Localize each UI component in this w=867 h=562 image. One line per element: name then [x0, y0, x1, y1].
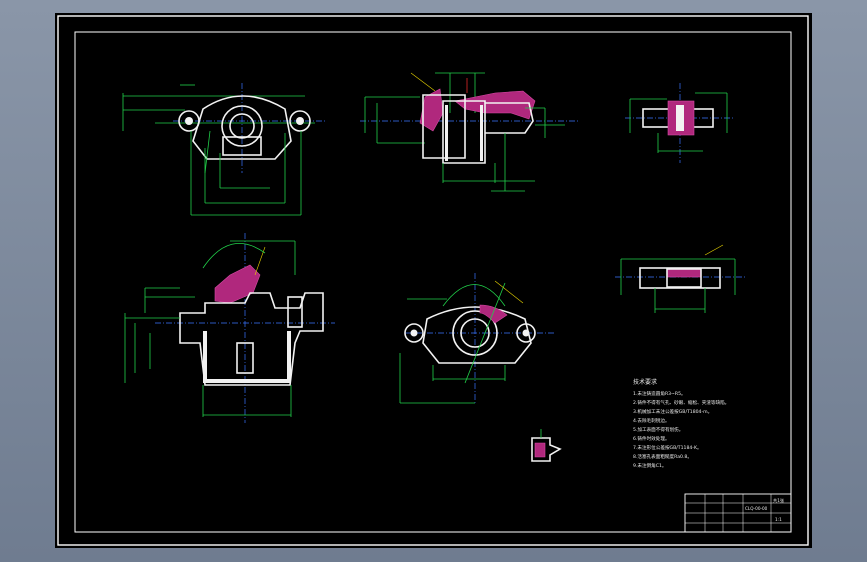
view-detail-small-part[interactable]	[531, 429, 562, 462]
tech-req-note: 2.铸件不得有气孔、砂眼、缩松、夹渣等缺陷。	[633, 399, 729, 406]
technical-requirements: 技术要求 1.未注铸造圆角R3~R5。 2.铸件不得有气孔、砂眼、缩松、夹渣等缺…	[633, 378, 729, 469]
tech-req-heading: 技术要求	[633, 378, 657, 386]
tech-req-note: 5.加工表面不得有划伤。	[633, 426, 683, 433]
title-block-sheet: 共1张	[773, 497, 785, 504]
view-detail-top-right[interactable]	[625, 83, 735, 163]
tech-req-note: 6.铸件时效处理。	[633, 435, 670, 442]
view-detail-mid-right[interactable]	[615, 244, 745, 313]
view-side-section[interactable]	[360, 72, 580, 192]
tech-req-note: 4.去除毛刺锐边。	[633, 417, 670, 424]
tech-req-note: 3.机械加工未注公差按GB/T1804-m。	[633, 408, 712, 415]
tech-req-note: 1.未注铸造圆角R3~R5。	[633, 390, 686, 397]
title-block-drawing-no: CLQ-00-00	[745, 506, 768, 511]
tech-req-note: 7.未注形位公差按GB/T1184-K。	[633, 444, 702, 451]
title-block: CLQ-00-00 1:1 共1张	[684, 493, 792, 533]
tech-req-note: 9.未注倒角C1。	[633, 462, 666, 469]
cad-drawing-canvas: 技术要求 1.未注铸造圆角R3~R5。 2.铸件不得有气孔、砂眼、缩松、夹渣等缺…	[57, 15, 809, 546]
view-rear-caliper[interactable]	[399, 273, 555, 404]
title-block-scale: 1:1	[775, 517, 782, 522]
view-front-caliper[interactable]	[122, 83, 325, 216]
tech-req-note: 8.活塞孔表面粗糙度Ra0.8。	[633, 453, 692, 460]
cad-viewport[interactable]: 技术要求 1.未注铸造圆角R3~R5。 2.铸件不得有气孔、砂眼、缩松、夹渣等缺…	[55, 13, 812, 548]
view-main-section[interactable]	[124, 233, 335, 423]
inner-drawing-frame	[74, 31, 792, 533]
outer-sheet-border	[57, 15, 809, 546]
